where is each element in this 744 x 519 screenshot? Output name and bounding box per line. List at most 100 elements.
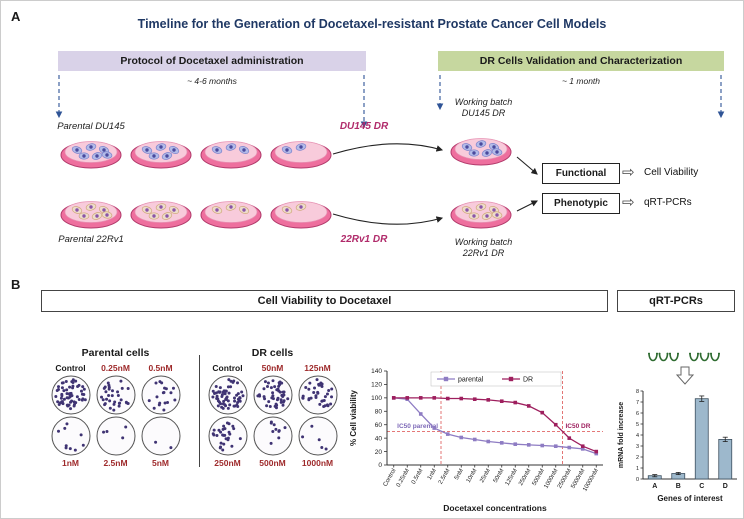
svg-text:20: 20 [375,449,383,456]
svg-text:mRNA fold increase: mRNA fold increase [618,402,625,468]
parental-cells-title: Parental cells [81,347,150,359]
colony-plate [298,375,337,415]
colony-plate [96,416,135,456]
dose-label: 1000nM [301,458,334,468]
probe-hairpin-icons [648,352,720,362]
petri-dish [270,141,332,169]
colony-plate [51,416,90,456]
svg-text:1: 1 [636,466,639,472]
colony-plate [253,375,292,415]
dose-label: 5nM [152,458,169,468]
svg-text:4: 4 [636,433,639,439]
colony-plate [96,375,135,415]
svg-text:120: 120 [371,382,382,389]
petri-dish [60,201,122,229]
svg-text:125nM: 125nM [505,468,519,487]
svg-text:5nM: 5nM [454,468,465,481]
svg-text:parental: parental [458,377,484,384]
phenotypic-output: qRT-PCRs [644,197,692,208]
rv1-working-label: Working batch 22Rv1 DR [426,237,541,258]
colony-plate [298,416,337,456]
dose-label: 1nM [62,458,79,468]
du145-parental-label: Parental DU145 [57,121,125,132]
svg-text:0: 0 [378,462,382,469]
viability-header-box: Cell Viability to Docetaxel [41,290,608,312]
svg-text:2.5nM: 2.5nM [438,468,452,485]
protocol-header-bar: Protocol of Docetaxel administration [58,51,366,71]
dr-cells-title: DR cells [251,347,294,359]
svg-text:250nM: 250nM [518,468,532,487]
du145-working-label: Working batch DU145 DR [426,97,541,118]
protocol-duration: ~ 4-6 months [187,76,237,86]
functional-box: Functional [542,163,620,184]
functional-output: Cell Viability [644,167,699,178]
dose-label: 2.5nM [103,458,128,468]
svg-text:5: 5 [636,422,639,428]
svg-text:0.5nM: 0.5nM [411,468,425,485]
dose-label: 500nM [259,458,286,468]
svg-text:IC50 DR: IC50 DR [566,423,591,430]
dose-label: 250nM [214,458,241,468]
svg-text:500nM: 500nM [532,468,546,487]
petri-dish [450,201,512,229]
svg-text:100: 100 [371,395,382,402]
colony-plate [253,416,292,456]
petri-dish [130,201,192,229]
colony-plate [51,375,90,415]
dose-label: Control [212,363,243,373]
svg-text:% Cell viability: % Cell viability [349,389,358,446]
functional-arrow-icon: ⇨ [622,164,635,181]
svg-text:50nM: 50nM [493,468,506,484]
rv1-working-line1: Working batch [454,237,513,247]
petri-dish [200,201,262,229]
dose-label: Control [55,363,86,373]
colony-plate [141,375,180,415]
du145-working-line2: DU145 DR [461,107,506,118]
svg-text:Docetaxel concentrations: Docetaxel concentrations [443,503,547,513]
svg-text:3: 3 [636,444,639,450]
connector-arrow [332,143,444,155]
petri-dish [60,141,122,169]
petri-dish [200,141,262,169]
colony-plate [141,416,180,456]
rv1-parental-label: Parental 22Rv1 [58,234,124,245]
svg-text:DR: DR [523,377,533,384]
connector-arrow [332,213,444,225]
phenotypic-arrow-icon: ⇨ [622,194,635,211]
svg-text:80: 80 [375,408,383,415]
du145-dr-label: DU145 DR [339,121,389,132]
svg-text:25nM: 25nM [479,468,492,484]
timeline-artwork [55,75,725,229]
panel-b-label: B [11,277,21,292]
svg-text:140: 140 [371,368,382,375]
svg-text:Genes of interest: Genes of interest [657,494,723,503]
svg-text:60: 60 [375,422,383,429]
svg-text:8: 8 [636,389,639,395]
dose-label: 50nM [261,363,284,373]
petri-dish [270,201,332,229]
colony-plate [208,375,247,415]
svg-text:40: 40 [375,435,383,442]
svg-text:B: B [676,483,681,490]
connector-arrow [516,156,538,175]
colony-plate [208,416,247,456]
svg-text:6: 6 [636,411,639,417]
petri-dish [130,141,192,169]
down-arrow-icon [675,366,695,385]
svg-text:D: D [723,483,728,490]
rv1-working-line2: 22Rv1 DR [462,247,505,258]
validation-header-bar: DR Cells Validation and Characterization [438,51,724,71]
svg-text:0: 0 [636,477,639,483]
panel-a-label: A [11,9,21,24]
phenotypic-box: Phenotypic [542,193,620,214]
svg-text:2: 2 [636,455,639,461]
dose-label: 0.25nM [101,363,130,373]
validation-duration: ~ 1 month [561,76,601,86]
svg-text:10nM: 10nM [466,468,479,484]
svg-text:1nM: 1nM [427,468,438,481]
